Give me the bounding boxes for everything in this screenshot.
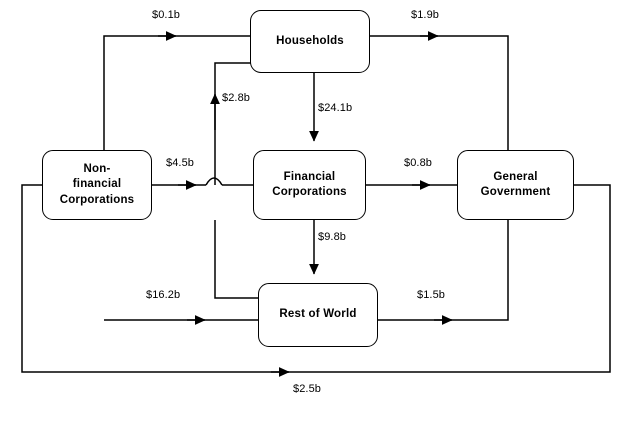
edge-fc-to-households	[210, 62, 253, 185]
node-general-government[interactable]: General Government	[457, 150, 574, 220]
edge-label-fc-to-row: $9.8b	[318, 231, 347, 243]
edge-fc-to-nfc	[152, 177, 253, 190]
edge-label-gov-to-fc: $0.8b	[404, 157, 433, 169]
node-financial-corporations-label: Financial Corporations	[272, 170, 347, 198]
node-households-label: Households	[276, 34, 344, 47]
node-rest-of-world[interactable]: Rest of World	[258, 283, 378, 347]
node-non-financial-corporations[interactable]: Non- financial Corporations	[42, 150, 152, 220]
edge-label-gov-to-row: $1.5b	[417, 289, 446, 301]
edge-label-gov-to-nfc-outer: $2.5b	[293, 383, 322, 395]
edge-label-fc-to-nfc: $4.5b	[166, 157, 195, 169]
edge-row-to-nfc	[104, 220, 258, 325]
edge-gov-to-nfc-outer	[21, 184, 611, 377]
node-general-government-label: General Government	[480, 170, 551, 198]
edge-label-nfc-to-households: $0.1b	[152, 9, 181, 21]
edge-label-row-to-nfc: $16.2b	[146, 289, 181, 301]
edge-label-households-to-gov: $1.9b	[411, 9, 440, 21]
node-financial-corporations[interactable]: Financial Corporations	[253, 150, 366, 220]
node-non-financial-corporations-label: Non- financial Corporations	[59, 163, 135, 206]
edge-gov-to-row	[378, 185, 509, 325]
edge-label-households-to-fc: $24.1b	[318, 102, 353, 114]
edge-nfc-to-households	[103, 31, 250, 185]
node-rest-of-world-label: Rest of World	[279, 308, 357, 321]
node-households[interactable]: Households	[250, 10, 370, 73]
edge-label-fc-to-households: $2.8b	[222, 92, 251, 104]
